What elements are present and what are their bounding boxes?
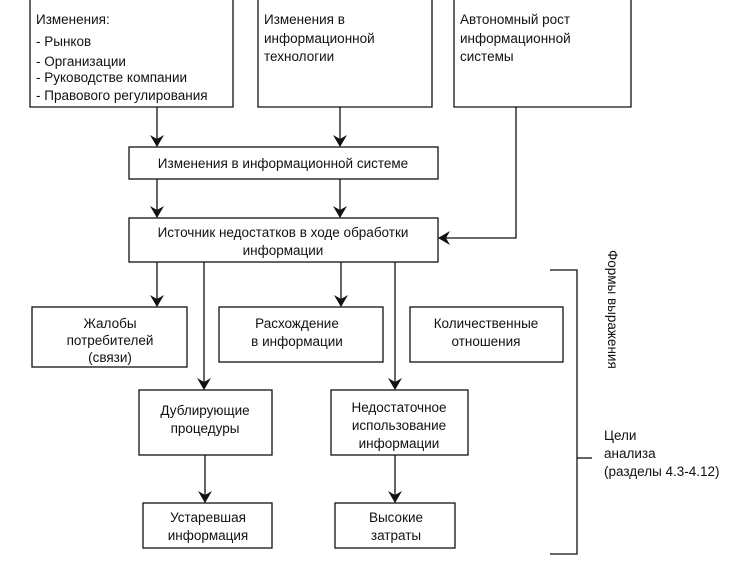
information-discrepancy-line: в информации <box>251 334 343 349</box>
box-insufficient-use: Недостаточное использование информации <box>330 389 469 456</box>
duplicate-procedures-line: Дублирующие <box>160 403 249 418</box>
box-deficiency-source: Источник недостатков в ходе обработки ин… <box>128 217 439 263</box>
consumer-complaints-line: потребителей <box>67 333 154 348</box>
external-changes-item: - Организации <box>36 54 126 69</box>
box-information-discrepancy: Расхождение в информации <box>218 306 384 363</box>
box-duplicate-procedures: Дублирующие процедуры <box>138 389 273 456</box>
insufficient-use-line: использование <box>352 418 446 433</box>
high-costs-line: Высокие <box>369 510 423 525</box>
external-changes-item: - Рынков <box>36 34 91 49</box>
box-outdated-information: Устаревшая информация <box>142 502 273 549</box>
info-system-changes-label: Изменения в информационной системе <box>158 156 408 171</box>
box-it-changes: Изменения в информационной технологии <box>257 0 433 108</box>
outdated-information-line: информация <box>168 528 249 543</box>
forms-of-expression-label: Формы выражения <box>605 250 620 369</box>
insufficient-use-line: Недостаточное <box>351 400 446 415</box>
box-external-changes: Изменения: - Рынков - Организации - Руко… <box>29 0 234 108</box>
box-autonomous-growth: Автономный рост информационной системы <box>453 0 632 108</box>
box-consumer-complaints: Жалобы потребителей (связи) <box>31 306 188 368</box>
autonomous-growth-line: Автономный рост <box>460 12 570 27</box>
deficiency-source-line: Источник недостатков в ходе обработки <box>158 225 409 240</box>
grouping-bracket <box>550 269 578 555</box>
analysis-goals-line: (разделы 4.3-4.12) <box>604 464 720 479</box>
it-changes-line: технологии <box>264 49 334 64</box>
high-costs-line: затраты <box>371 528 421 543</box>
analysis-goals-line: Цели <box>604 428 636 443</box>
arrow <box>438 107 517 245</box>
consumer-complaints-line: (связи) <box>88 350 132 365</box>
box-quantitative-relations: Количественные отношения <box>409 306 564 363</box>
analysis-goals-line: анализа <box>604 446 656 461</box>
autonomous-growth-line: системы <box>460 49 514 64</box>
box-high-costs: Высокие затраты <box>334 502 456 549</box>
insufficient-use-line: информации <box>359 436 440 451</box>
duplicate-procedures-line: процедуры <box>171 421 240 436</box>
deficiency-source-line: информации <box>243 243 324 258</box>
box-info-system-changes: Изменения в информационной системе <box>128 146 439 180</box>
outdated-information-line: Устаревшая <box>170 510 246 525</box>
information-discrepancy-line: Расхождение <box>255 316 339 331</box>
external-changes-title: Изменения: <box>36 12 110 27</box>
it-changes-line: Изменения в <box>264 12 345 27</box>
autonomous-growth-line: информационной <box>460 31 571 46</box>
quantitative-relations-line: Количественные <box>434 316 539 331</box>
external-changes-item: - Руководстве компании <box>36 70 187 85</box>
consumer-complaints-line: Жалобы <box>83 316 136 331</box>
it-changes-line: информационной <box>264 31 375 46</box>
quantitative-relations-line: отношения <box>451 334 520 349</box>
external-changes-item: - Правового регулирования <box>36 88 208 103</box>
